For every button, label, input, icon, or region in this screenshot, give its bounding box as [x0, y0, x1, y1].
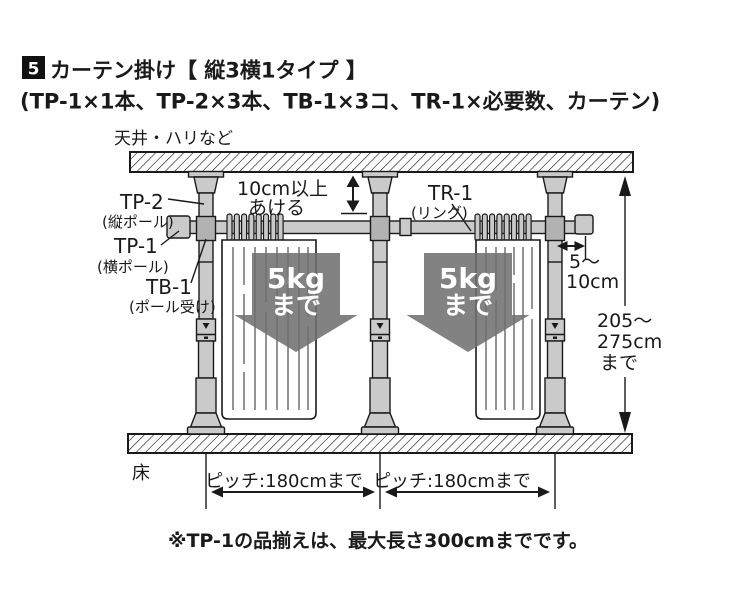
- pointer-line: [190, 238, 207, 284]
- part-desc: (横ポール): [97, 258, 169, 276]
- pitch-label-left: ピッチ:180cmまで: [205, 471, 363, 492]
- measure-pitch: ピッチ:180cmまで ピッチ:180cmまで: [205, 453, 556, 509]
- pitch-label-right: ピッチ:180cmまで: [373, 471, 531, 492]
- floor-label: 床: [132, 463, 150, 484]
- curtain-rings-left: [226, 213, 284, 242]
- part-desc: (ポール受け): [129, 298, 216, 316]
- pointer-line: [451, 203, 472, 232]
- measure-text: 5〜: [569, 251, 600, 273]
- part-desc: (縦ポール): [102, 213, 174, 231]
- rod-end-cap-right: [574, 214, 594, 235]
- floor: [127, 433, 633, 454]
- measure-text: あける: [248, 197, 305, 219]
- measure-text: 205〜: [597, 310, 652, 332]
- ceiling-label: 天井・ハリなど: [114, 129, 233, 149]
- part-label-tb1: TB-1 (ポール受け): [129, 238, 216, 316]
- measure-text: 10cm: [566, 271, 619, 293]
- part-label-tp2: TP-2 (縦ポール): [102, 190, 205, 231]
- pointer-line: [160, 230, 180, 246]
- rod-end-cap-left: [166, 215, 191, 239]
- vertical-pole-middle: [360, 170, 400, 435]
- part-label-tp1: TP-1 (横ポール): [97, 230, 180, 276]
- measure-height: 205〜 275cm まで: [597, 176, 662, 433]
- pole-receiver-joint: [195, 215, 217, 242]
- part-code: TB-1: [145, 275, 192, 299]
- measure-text: 10cm以上: [237, 178, 328, 200]
- load-arrow-right: 5kg まで: [406, 253, 530, 352]
- measure-text: 275cm: [597, 331, 662, 353]
- load-limit-suffix: まで: [271, 291, 321, 320]
- measure-text: まで: [600, 352, 638, 374]
- part-code: TR-1: [427, 181, 473, 205]
- part-desc: (リング): [411, 204, 468, 222]
- measure-end-overhang: 5〜 10cm: [557, 236, 619, 293]
- part-code: TP-2: [119, 190, 164, 214]
- pointer-line: [167, 198, 205, 205]
- step-number: 5: [28, 60, 40, 80]
- load-arrow-left: 5kg まで: [234, 253, 358, 352]
- page-title: カーテン掛け【 縦3横1タイプ 】: [50, 59, 367, 83]
- rod-sleeve-joint: [399, 217, 412, 237]
- step-number-badge: [22, 56, 45, 79]
- parts-list-subtitle: (TP-1×1本、TP-2×3本、TB-1×3コ、TR-1×必要数、カーテン): [20, 90, 660, 114]
- header: 5 カーテン掛け【 縦3横1タイプ 】 (TP-1×1本、TP-2×3本、TB-…: [20, 56, 660, 114]
- pole-receiver-joints: [195, 215, 566, 242]
- load-limit-value: 5kg: [439, 262, 497, 295]
- pole-receiver-joint: [369, 215, 391, 242]
- part-label-tr1: TR-1 (リング): [411, 181, 473, 232]
- curtain-rings-right: [474, 213, 532, 242]
- part-code: TP-1: [113, 234, 158, 258]
- measure-top-gap: 10cm以上 あける: [237, 175, 367, 219]
- vertical-pole-right: [535, 170, 575, 435]
- vertical-pole-left: [186, 170, 226, 435]
- ceiling-beam: [129, 151, 634, 173]
- load-limit-value: 5kg: [267, 262, 325, 295]
- footer-note: ※TP-1の品揃えは、最大長さ300cmまでです。: [168, 529, 588, 552]
- pole-receiver-joint: [544, 215, 566, 242]
- load-limit-suffix: まで: [443, 291, 493, 320]
